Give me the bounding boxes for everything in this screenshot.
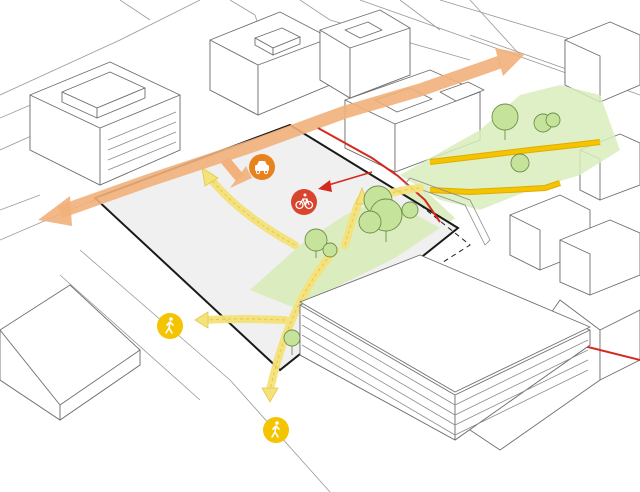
- car-icon: [249, 154, 275, 180]
- pedestrian-icon: [157, 313, 183, 339]
- tree-trunks: [291, 130, 506, 355]
- footbridge: [404, 139, 601, 246]
- bicycle-icon: [291, 189, 317, 215]
- trees: [283, 103, 561, 347]
- pedestrian-arrowheads: [194, 167, 369, 403]
- bike-route: [317, 127, 640, 361]
- vehicle-flow-arrow: [38, 48, 525, 226]
- stacked-building: [299, 254, 591, 441]
- pedestrian-icon: [263, 417, 289, 443]
